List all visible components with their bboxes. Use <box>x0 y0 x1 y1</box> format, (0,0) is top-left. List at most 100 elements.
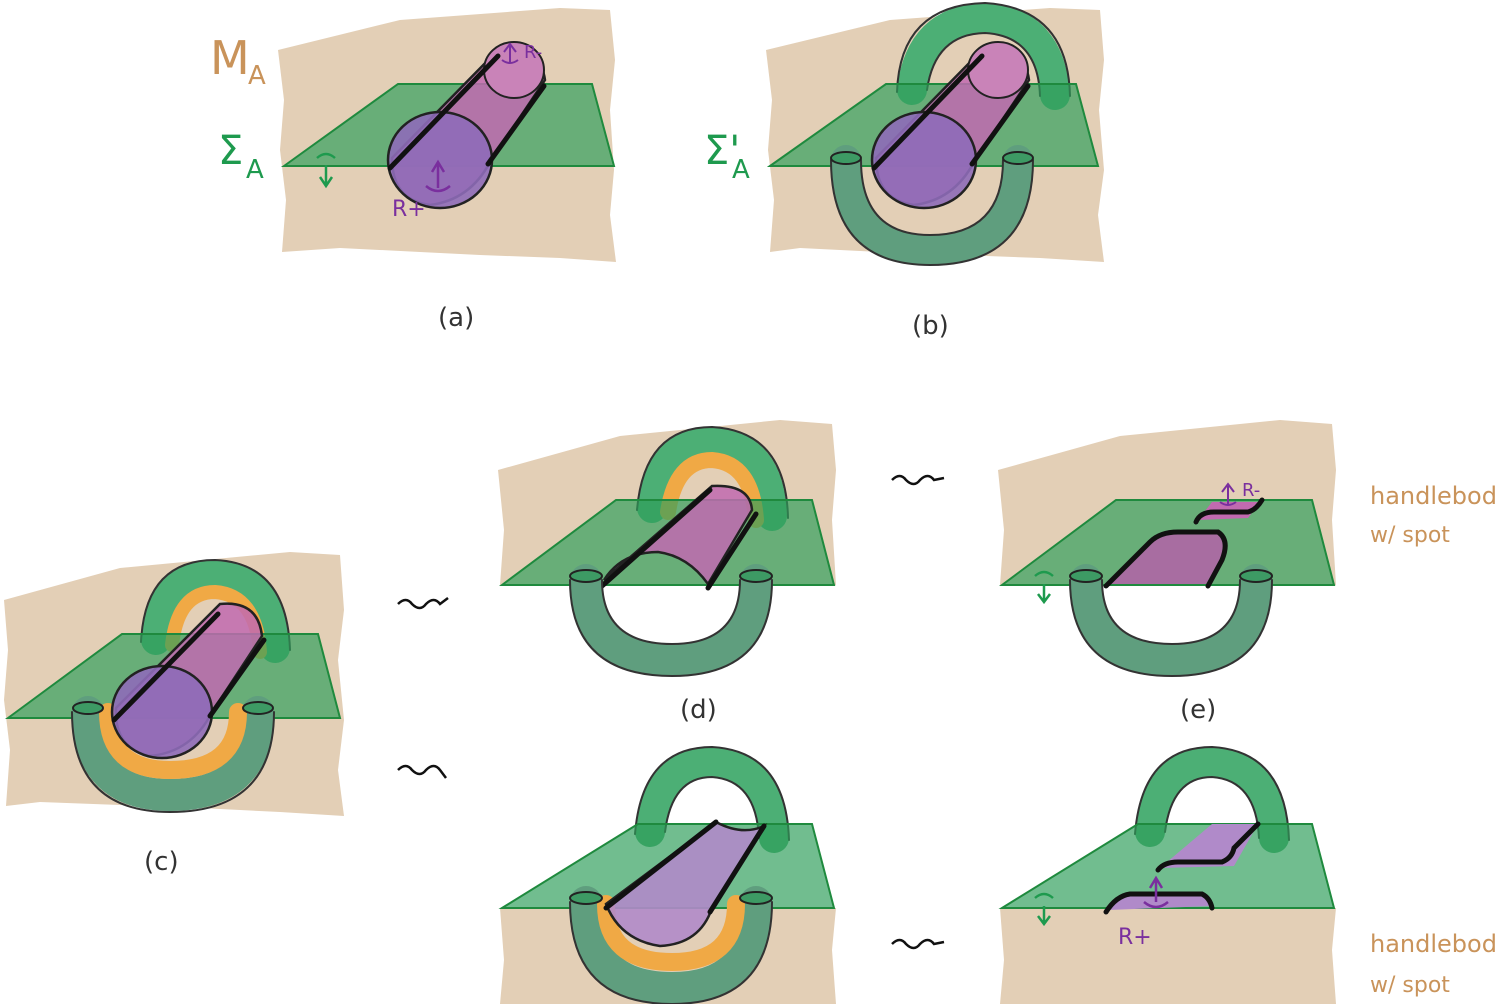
handlebody-spot-label-2: w/ spot <box>1370 973 1450 998</box>
attaching-curve-c1 <box>111 611 221 723</box>
r-plus-arrow-br <box>1148 875 1164 902</box>
plane-rotation-br <box>1034 892 1054 899</box>
lower-tube-outline-c <box>71 711 275 814</box>
lower-tube-outline-e <box>1069 579 1273 678</box>
surface-a-label: Σ <box>218 128 243 174</box>
attaching-curve-br1 <box>1155 821 1261 873</box>
manifold-sub-label: A <box>248 61 266 91</box>
lower-orange-bm <box>597 895 745 972</box>
caption-b: (b) <box>912 311 949 341</box>
lower-tube-outline-d <box>569 579 773 678</box>
r-plus-rotation <box>425 185 451 193</box>
r-minus-label-a: R- <box>524 42 542 63</box>
plane-normal-arrow-a <box>318 165 334 189</box>
attaching-curve-b1 <box>871 53 985 171</box>
handlebody-label-1: handlebody <box>1370 482 1495 510</box>
tube-end-b2 <box>1002 151 1034 165</box>
upper-tube-d <box>637 426 787 531</box>
upper-tube-bm <box>635 746 789 853</box>
lower-tube-c <box>72 696 274 812</box>
upper-tube-inner-b <box>926 31 1041 97</box>
panel-d: (d) <box>498 420 836 725</box>
attaching-curve-c2 <box>207 637 267 719</box>
attaching-curve-a1 <box>387 53 501 171</box>
squiggle-arrow-bottom <box>891 938 945 950</box>
panel-bottom-right: R+ handlebody w/ spot <box>998 745 1495 1004</box>
lower-tube-inner-b <box>860 159 1004 237</box>
upper-tube-inner-bm <box>664 775 760 839</box>
plane-rotation-a <box>316 152 336 159</box>
tube-end-c1 <box>72 701 104 715</box>
attaching-curve-e2 <box>1103 529 1228 589</box>
attaching-curve-a2 <box>485 83 547 167</box>
attaching-curve-br2 <box>1103 891 1215 915</box>
panel-b: Σ' A (b) <box>704 1 1104 341</box>
upper-tube-outline-c <box>140 558 291 651</box>
upper-tube-br <box>1135 746 1289 853</box>
squiggle-arrow-d-to-e <box>891 474 945 486</box>
tube-end-e1 <box>1069 569 1103 583</box>
lower-tube-e <box>1070 564 1272 677</box>
r-minus-arrow-e <box>1221 482 1235 504</box>
half-cylinder-d <box>602 484 754 587</box>
caption-d: (d) <box>680 695 717 725</box>
caption-a: (a) <box>438 303 474 333</box>
squiggle-arrow-c-to-d <box>397 597 449 610</box>
lower-tube-outline-bm <box>569 901 773 1004</box>
caption-c: (c) <box>144 847 179 877</box>
lower-orange-c <box>99 703 247 780</box>
lower-tube-inner-e <box>1101 579 1241 646</box>
cylinder-top-cap-b <box>967 41 1029 99</box>
r-plus-label-a: R+ <box>392 197 426 222</box>
lower-tube-outline-b <box>830 159 1034 267</box>
r-minus-rotation <box>501 59 519 64</box>
surface-a-sub-label: A <box>246 155 264 185</box>
upper-tube-outline-br <box>1134 745 1290 841</box>
tube-end-bm1 <box>569 891 603 905</box>
r-plus-rotation-br <box>1143 901 1169 909</box>
panel-a: M A Σ A R- R+ (a) <box>210 8 616 333</box>
attaching-curve-b2 <box>969 83 1031 167</box>
upper-tube-b <box>897 2 1070 110</box>
plane-rotation-e <box>1034 570 1054 577</box>
squiggle-arrow-c-to-bottom <box>397 764 447 779</box>
tube-end-bm2 <box>739 891 773 905</box>
half-cylinder-bm <box>604 820 768 948</box>
upper-tube-outline-bm <box>634 745 790 841</box>
upper-tube-c <box>141 559 290 663</box>
r-plus-label-br: R+ <box>1118 925 1152 950</box>
manifold-region-br <box>1000 908 1336 1004</box>
tube-end-b1 <box>830 151 862 165</box>
caption-e: (e) <box>1180 695 1216 725</box>
lower-tube-inner-d <box>601 579 741 646</box>
handlebody-spot-label-1: w/ spot <box>1370 523 1450 548</box>
lower-tube-bm <box>570 886 772 1004</box>
cylinder-bottom-cap-b <box>870 110 978 210</box>
plane-normal-arrow-e <box>1037 584 1051 605</box>
r-minus-label-e: R- <box>1242 480 1260 501</box>
lower-tube-d <box>570 564 772 677</box>
upper-disk-br <box>1160 824 1258 868</box>
panel-c: (c) <box>4 552 344 877</box>
r-minus-arrow <box>503 42 517 62</box>
cylinder-bottom-cap-c <box>110 664 214 760</box>
attaching-curve-d1 <box>599 487 713 589</box>
upper-tube-outline-d <box>636 425 789 519</box>
cylinder-bottom-cap-a <box>386 110 494 210</box>
tube-end-c2 <box>242 701 274 715</box>
handlebody-label-2: handlebody <box>1370 930 1495 958</box>
r-plus-spot-br <box>1108 896 1212 910</box>
attaching-curve-e1 <box>1193 497 1265 525</box>
lower-tube-b <box>831 145 1033 266</box>
attaching-curve-bm1 <box>603 819 719 911</box>
surface-b-label: Σ' <box>704 128 740 174</box>
surface-b-sub-label: A <box>732 155 750 185</box>
panel-e: R- (e) handlebody w/ spot <box>998 420 1495 725</box>
disk-e <box>1108 532 1224 584</box>
tube-end-d1 <box>569 569 603 583</box>
tube-end-e2 <box>1239 569 1273 583</box>
panel-bottom-middle <box>498 745 836 1004</box>
upper-tube-inner-br <box>1164 775 1260 839</box>
upper-tube-outline-b <box>896 1 1071 97</box>
